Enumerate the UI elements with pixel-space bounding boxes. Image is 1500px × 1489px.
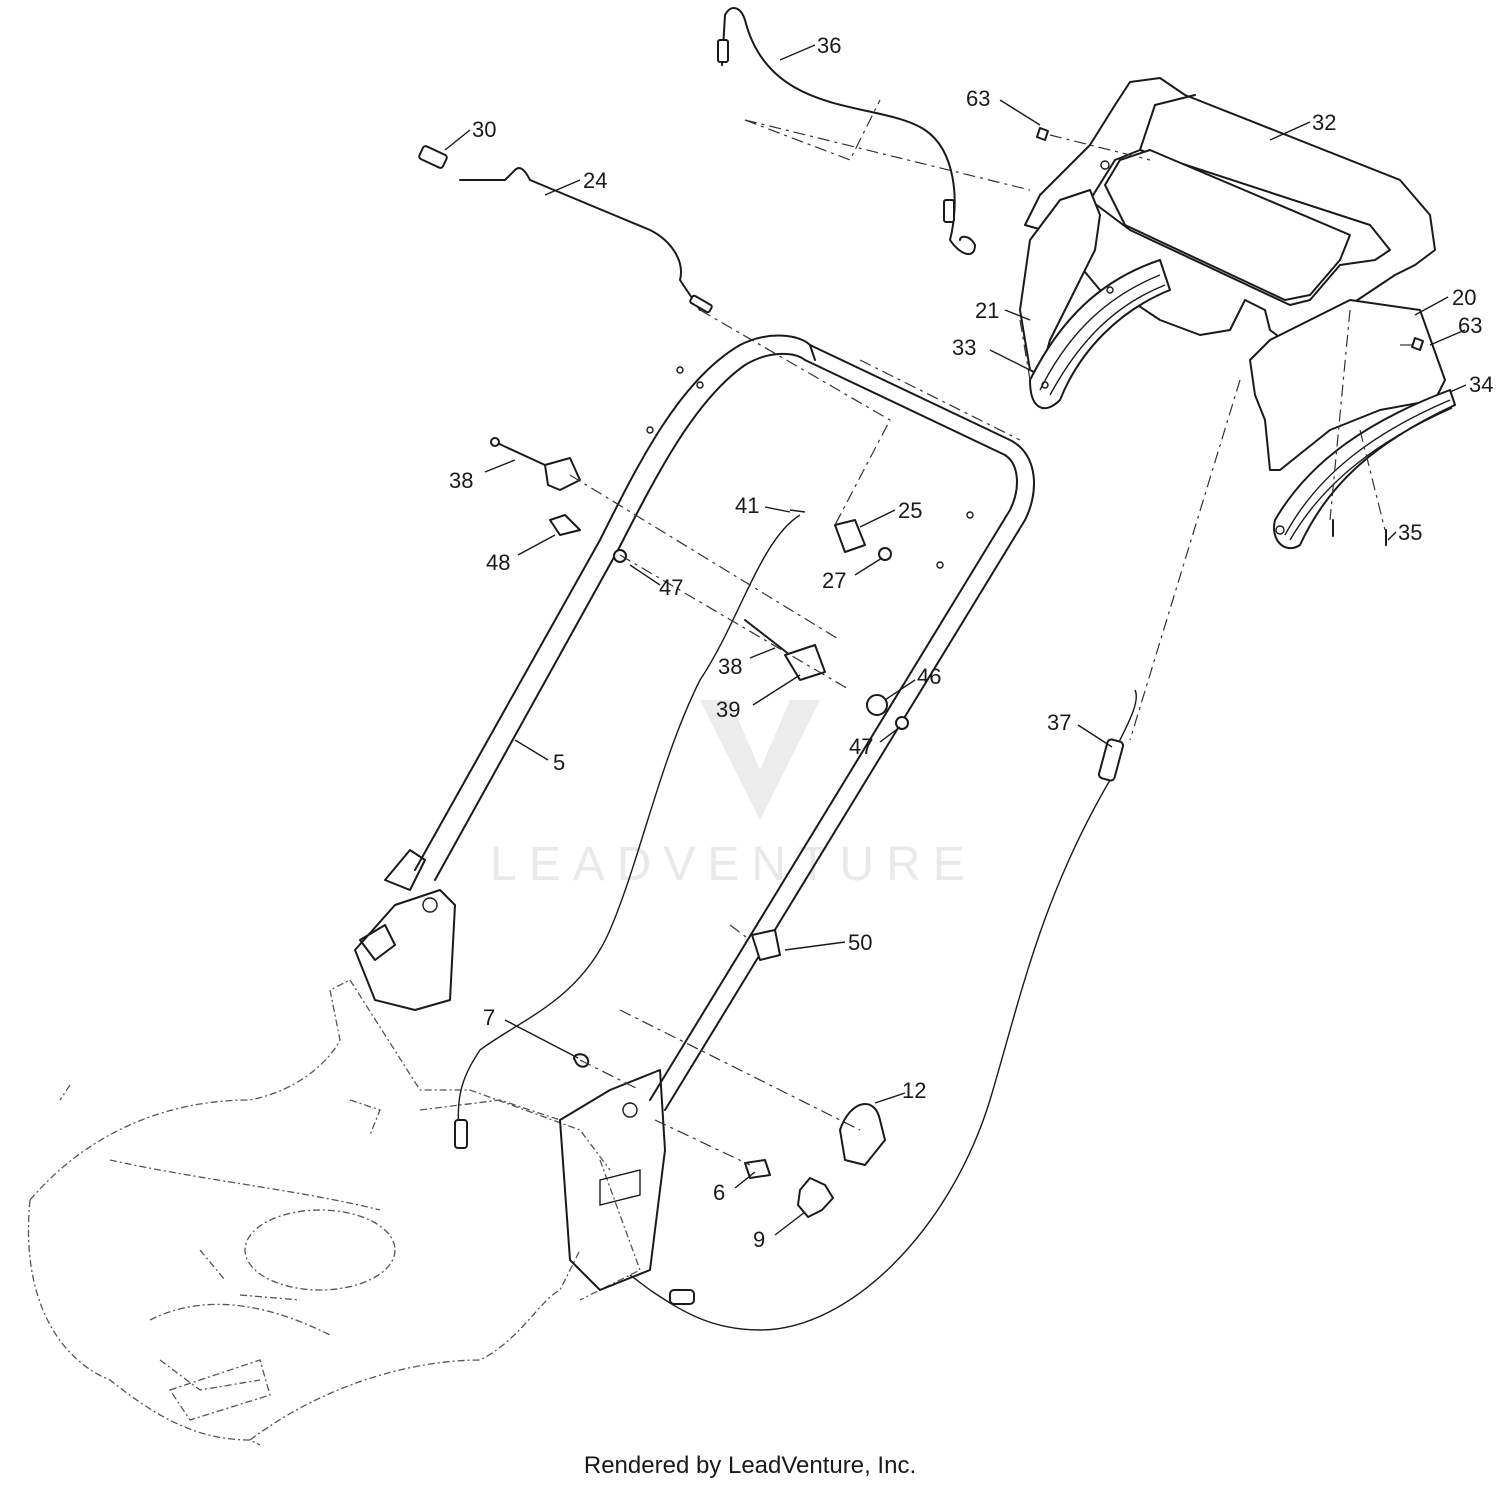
bail	[717, 7, 976, 255]
leader-lines	[444, 44, 1467, 1236]
callout-36: 36	[817, 33, 841, 58]
right-side-panel	[1249, 299, 1456, 550]
callout-5: 5	[553, 750, 565, 775]
hardware	[490, 127, 1424, 1218]
callout-6: 6	[713, 1180, 725, 1205]
callout-47-left: 47	[659, 575, 683, 600]
left-side-panel	[1019, 189, 1171, 410]
callout-38-lower: 38	[718, 654, 742, 679]
lower-handle	[414, 334, 1035, 1111]
callout-7: 7	[483, 1005, 495, 1030]
callout-47-right: 47	[849, 734, 873, 759]
watermark: LEADVENTURE	[490, 700, 977, 891]
callout-63-right: 63	[1458, 313, 1482, 338]
rod-and-spring	[418, 145, 713, 314]
callout-12: 12	[902, 1078, 926, 1103]
callout-21: 21	[975, 298, 999, 323]
callout-38-upper: 38	[449, 468, 473, 493]
callout-46: 46	[917, 664, 941, 689]
footer-credit: Rendered by LeadVenture, Inc.	[583, 1452, 917, 1479]
callout-33: 33	[952, 335, 976, 360]
callout-50: 50	[848, 930, 872, 955]
callout-39: 39	[716, 697, 740, 722]
callout-41: 41	[735, 493, 759, 518]
callout-37: 37	[1047, 710, 1071, 735]
callouts: 36 30 24 63 32 21 33 20 63 34 35 38 48 4…	[449, 33, 1493, 1252]
callout-30: 30	[472, 117, 496, 142]
assembly-lines	[569, 99, 1415, 1166]
watermark-text: LEADVENTURE	[490, 838, 977, 891]
callout-32: 32	[1312, 110, 1336, 135]
callout-20: 20	[1452, 285, 1476, 310]
callout-27: 27	[822, 568, 846, 593]
watermark-logo	[700, 700, 820, 820]
callout-24: 24	[583, 168, 607, 193]
callout-25: 25	[898, 498, 922, 523]
callout-63-top: 63	[966, 86, 990, 111]
mower-deck-outline	[27, 979, 641, 1446]
callout-48: 48	[486, 550, 510, 575]
control-cable	[454, 509, 806, 1149]
callout-34: 34	[1469, 372, 1493, 397]
callout-35: 35	[1398, 520, 1422, 545]
handle-brackets	[354, 849, 666, 1291]
callout-9: 9	[753, 1227, 765, 1252]
drive-cable	[629, 689, 1137, 1331]
